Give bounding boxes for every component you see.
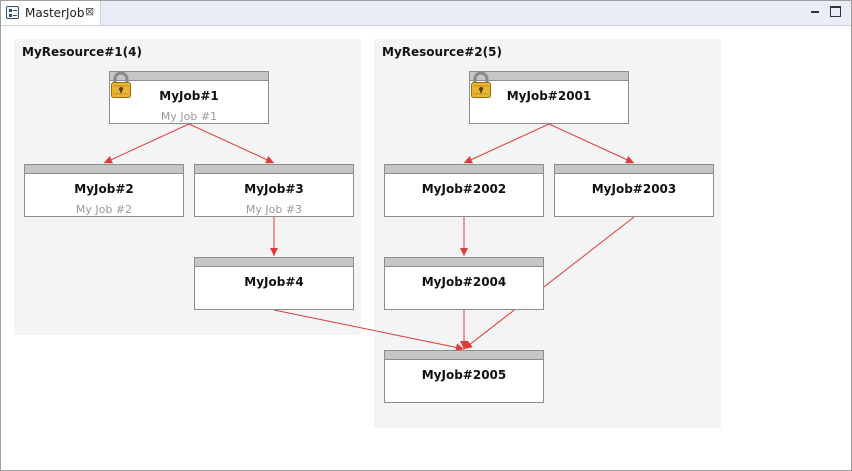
arrowhead [464,156,473,164]
job-name: MyJob#2 [74,182,134,196]
tab-masterjob[interactable]: MasterJob ⊠ [1,1,101,25]
resource-group-title: MyResource#2(5) [382,45,502,59]
lock-icon [111,72,131,98]
job-name: MyJob#4 [244,275,304,289]
maximize-button[interactable] [830,6,841,17]
job-name: MyJob#2005 [421,368,507,382]
dependency-edge [463,216,635,350]
job-name: MyJob#3 [244,182,304,196]
job-description: My Job #3 [245,203,303,216]
job-node-myjob-4[interactable]: MyJob#4 [194,257,354,310]
job-name: MyJob#2004 [421,275,507,289]
job-node-myjob-2003[interactable]: MyJob#2003 [554,164,714,217]
job-name: MyJob#2003 [591,182,677,196]
arrowhead [625,156,634,164]
arrowhead [460,248,468,256]
dependency-edge [548,123,635,164]
lock-icon [471,72,491,98]
job-diagram-icon [6,6,19,19]
job-node-myjob-3[interactable]: MyJob#3 My Job #3 [194,164,354,217]
job-description: My Job #2 [75,203,133,216]
arrowhead [460,341,468,349]
minimize-button[interactable] [809,6,821,18]
dependency-edge [103,123,190,164]
job-node-myjob-1[interactable]: MyJob#1 My Job #1 [109,71,269,124]
tab-title: MasterJob [25,6,85,20]
job-name: MyJob#1 [159,89,219,103]
dependency-edges [103,123,635,352]
job-node-myjob-2005[interactable]: MyJob#2005 [384,350,544,403]
arrowhead [464,340,473,349]
dependency-edge [463,123,550,164]
diagram-canvas[interactable]: MyResource#1(4) MyResource#2(5) MyJob#1 … [1,26,851,470]
job-description: My Job #1 [160,110,218,123]
dependency-edge [188,123,275,164]
arrowhead [455,343,464,352]
close-icon[interactable]: ⊠ [85,5,95,18]
job-node-myjob-2002[interactable]: MyJob#2002 [384,164,544,217]
resource-group-title: MyResource#1(4) [22,45,142,59]
tab-bar: MasterJob ⊠ [1,1,851,26]
job-name: MyJob#2001 [506,89,592,103]
job-node-myjob-2001[interactable]: MyJob#2001 [469,71,629,124]
arrowhead [265,156,274,164]
dependency-edge [273,309,465,350]
job-name: MyJob#2002 [421,182,507,196]
arrowhead [104,156,113,164]
job-node-myjob-2004[interactable]: MyJob#2004 [384,257,544,310]
arrowhead [270,248,278,256]
job-node-myjob-2[interactable]: MyJob#2 My Job #2 [24,164,184,217]
